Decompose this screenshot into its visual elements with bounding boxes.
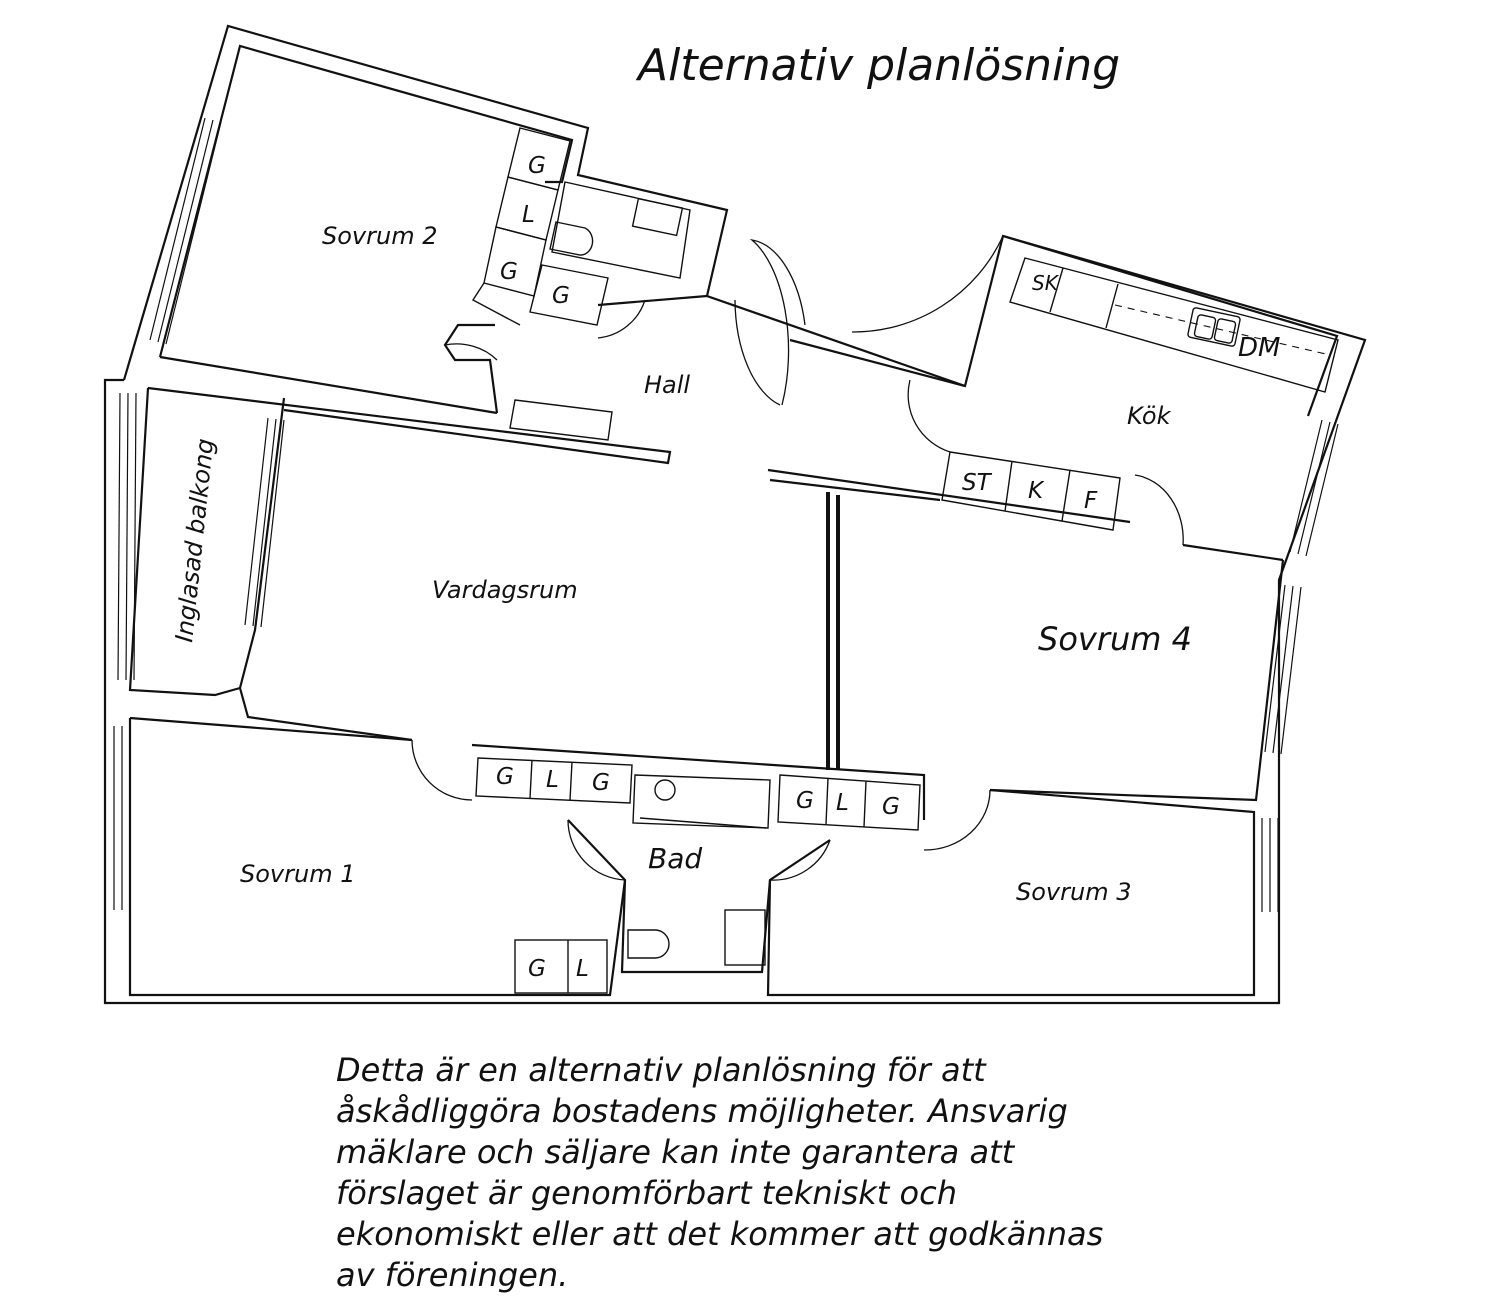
disclaimer-line: mäklare och säljare kan inte garantera a… — [336, 1133, 1015, 1171]
window-balkong-inner — [244, 417, 285, 628]
outer-walls — [103, 24, 1367, 1005]
fixture-label-st: ST — [962, 470, 993, 496]
room-label-bad: Bad — [648, 842, 702, 875]
fixture-label-g: G — [528, 956, 546, 982]
disclaimer-line: ekonomiskt eller att det kommer att godk… — [336, 1215, 1104, 1253]
room-label-balkong: Inglasad balkong — [170, 437, 219, 643]
disclaimer-line: förslaget är genomförbart tekniskt och — [336, 1174, 957, 1212]
fixture-label-sk: SK — [1032, 271, 1060, 295]
window-sovrum4 — [1264, 584, 1302, 755]
room-label-sovrum3: Sovrum 3 — [1016, 878, 1131, 906]
fixture-label-k: K — [1028, 478, 1045, 504]
fixture-label-l: L — [546, 767, 559, 793]
fixture-label-l: L — [836, 790, 849, 816]
fixture-label-g: G — [496, 764, 514, 790]
window-balkong-outer — [117, 392, 137, 681]
windows — [113, 117, 1339, 912]
window-kok — [1289, 419, 1339, 557]
room-label-sovrum1: Sovrum 1 — [240, 860, 355, 888]
fixture-label-g: G — [796, 788, 814, 814]
fixture-label-l: L — [576, 956, 589, 982]
doors — [411, 235, 1184, 881]
room-label-sovrum2: Sovrum 2 — [322, 222, 437, 250]
disclaimer-line: åskådliggöra bostadens möjligheter. Ansv… — [336, 1092, 1068, 1130]
disclaimer-line: av föreningen. — [336, 1256, 569, 1294]
disclaimer-text: Detta är en alternativ planlösning för a… — [336, 1050, 1116, 1296]
fixture-label-g: G — [500, 259, 518, 285]
fixture-label-g: G — [552, 283, 570, 309]
room-label-vardagsrum: Vardagsrum — [432, 576, 578, 604]
window-sovrum3 — [1261, 818, 1279, 912]
plan-title: Alternativ planlösning — [638, 40, 1121, 91]
fixture-label-g: G — [528, 153, 546, 179]
room-label-hall: Hall — [644, 371, 690, 399]
fixture-label-dm: DM — [1238, 333, 1280, 363]
room-label-sovrum4: Sovrum 4 — [1038, 620, 1192, 658]
fixture-label-g: G — [882, 794, 900, 820]
fixture-label-f: F — [1084, 488, 1098, 514]
fixtures — [471, 127, 1339, 994]
disclaimer-line: Detta är en alternativ planlösning för a… — [336, 1051, 986, 1089]
room-label-kok: Kök — [1127, 402, 1172, 430]
fixture-label-g: G — [592, 770, 610, 796]
window-sovrum1 — [113, 726, 131, 910]
window-sovrum2 — [149, 117, 222, 345]
fixture-label-l: L — [522, 202, 535, 228]
